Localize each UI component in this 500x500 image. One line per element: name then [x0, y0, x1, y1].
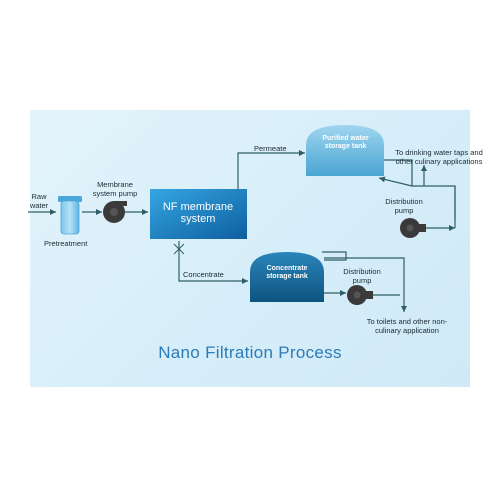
- distribution-pump-1-icon: [400, 218, 426, 238]
- membrane-pump-icon: [103, 201, 127, 223]
- concentrate-line: [178, 241, 248, 284]
- concentrate-tank-label: Concentrate storage tank: [266, 265, 308, 280]
- concentrate-label: Concentrate: [183, 270, 224, 279]
- distribution-pump-1-label: Distribution pump: [385, 197, 423, 215]
- diagram-background: [30, 110, 470, 387]
- concentrate-storage-tank: [250, 252, 324, 302]
- page-title: Nano Filtration Process: [158, 343, 342, 362]
- distribution-pump-2-label: Distribution pump: [343, 267, 381, 285]
- pretreatment-vessel: [58, 196, 82, 235]
- purified-tank-label: Purified water storage tank: [322, 135, 369, 150]
- raw-water-label: Raw water: [29, 192, 49, 210]
- concentrate-tank-return-line: [322, 251, 347, 261]
- permeate-label: Permeate: [254, 144, 287, 153]
- permeate-line: [237, 150, 305, 189]
- concentrate-top-line: [324, 257, 407, 312]
- toilets-destination-label: To toilets and other non-culinary applic…: [366, 317, 448, 335]
- pretreatment-label: Pretreatment: [44, 239, 88, 248]
- nf-membrane-label: NF membrane system: [162, 201, 234, 225]
- nf-membrane-box: [150, 189, 247, 239]
- distribution-pump-2-icon: [347, 285, 373, 305]
- purified-water-tank: [306, 125, 384, 176]
- membrane-pump-label: Membrane system pump: [92, 180, 138, 198]
- concentrate-valve-icon: [173, 243, 185, 255]
- return-to-tank-arrow: [378, 176, 413, 187]
- drinking-destination-label: To drinking water taps and other culinar…: [395, 148, 483, 166]
